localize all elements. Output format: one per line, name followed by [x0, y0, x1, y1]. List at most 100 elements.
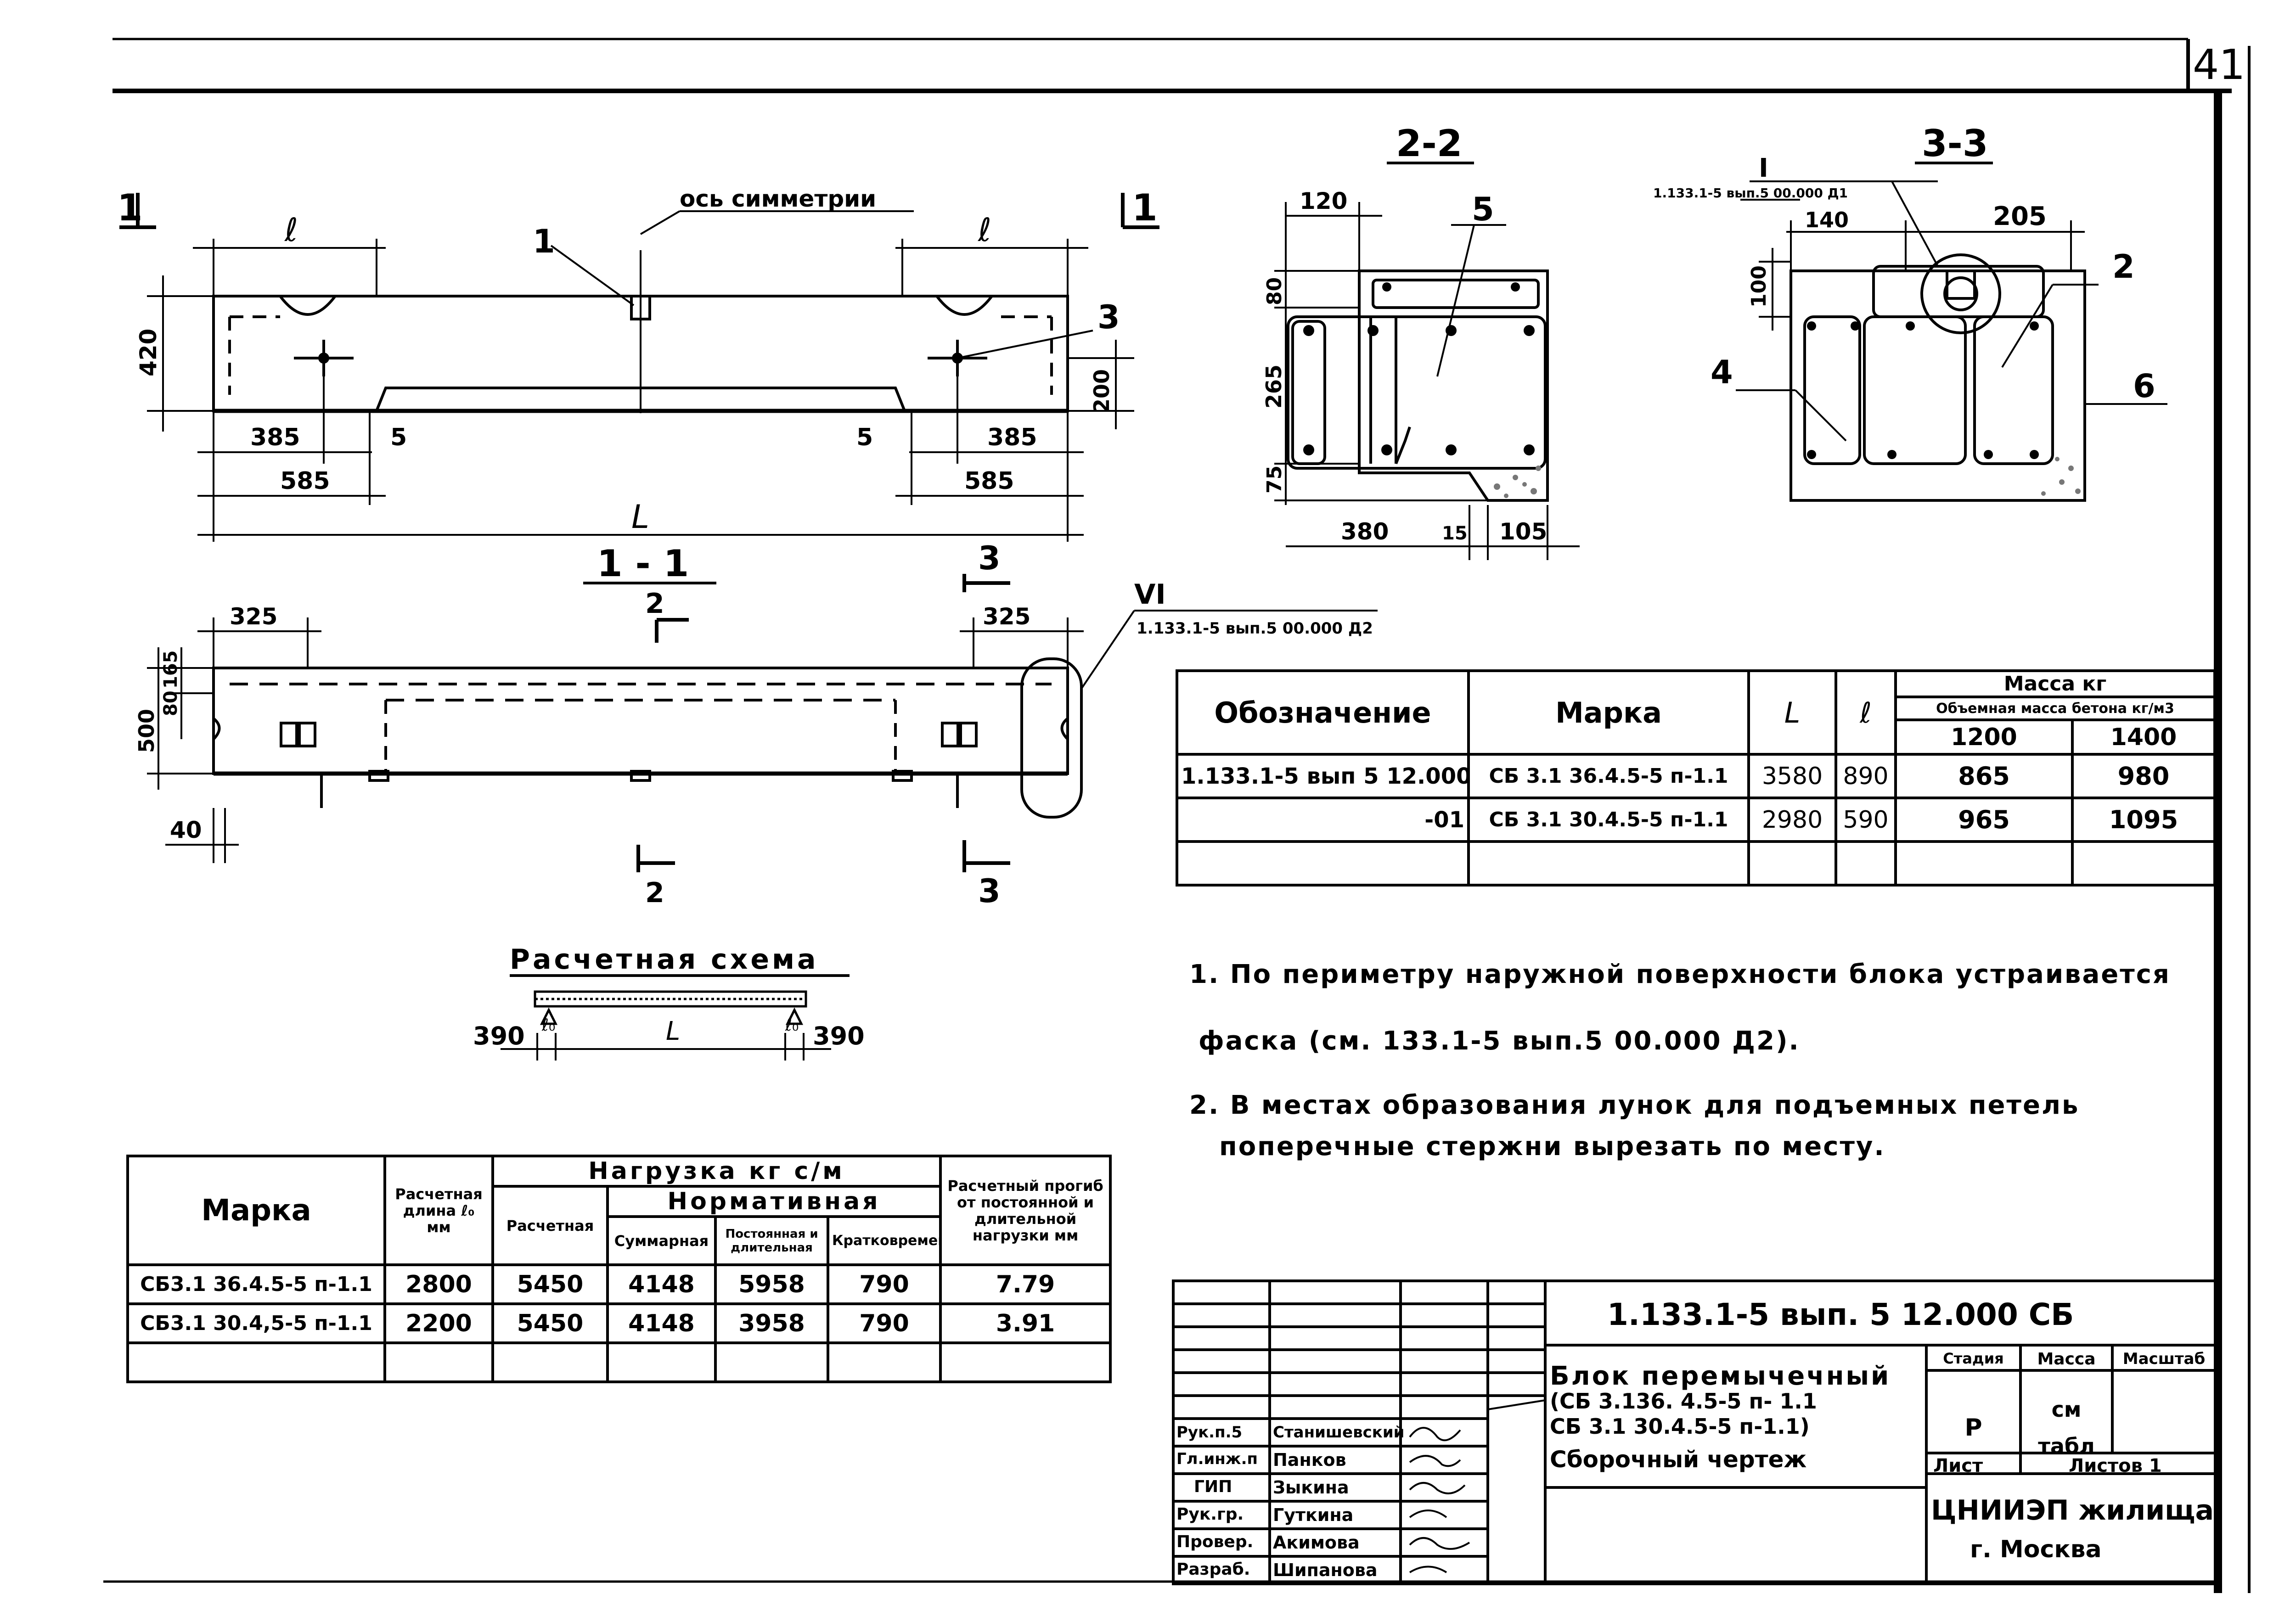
detail-VI-roman: VI — [1134, 578, 1166, 611]
title-name-1: Блок перемычечный — [1550, 1361, 1891, 1391]
row2-mass-1200: 965 — [1894, 797, 2074, 843]
dim-140: 140 — [1805, 208, 1849, 232]
load-row2-short: 790 — [826, 1302, 942, 1344]
cut-2-bottom: 2 — [645, 877, 664, 909]
callout-4: 4 — [1711, 354, 1733, 391]
stage-label: Стадия — [1943, 1350, 2004, 1367]
load-table: Марка Расчетная длина ℓ₀ мм Нагрузка кг … — [126, 1155, 1112, 1383]
load-row2-length: 2200 — [383, 1302, 494, 1344]
hdr-density-1200: 1200 — [1894, 718, 2074, 756]
org-city: г. Москва — [1970, 1536, 2102, 1563]
staff-role-6: Разраб. — [1176, 1560, 1250, 1579]
hdr-const: Постоянная и длительная — [714, 1215, 829, 1266]
load-row2-sum: 4148 — [606, 1302, 717, 1344]
org-name: ЦНИИЭП жилища — [1931, 1494, 2214, 1526]
dim-l-left: ℓ — [284, 211, 298, 249]
row3-cell — [2071, 840, 2217, 887]
callout-1: 1 — [533, 223, 555, 260]
row3-cell — [1467, 840, 1750, 887]
staff-name-4: Гуткина — [1273, 1505, 1354, 1525]
dim-325-left: 325 — [230, 603, 277, 630]
section-mark-left: 1 — [117, 186, 143, 229]
load-row3-cell — [126, 1341, 386, 1383]
load-row3-cell — [491, 1341, 609, 1383]
dim-5-left: 5 — [390, 424, 407, 451]
dim-40: 40 — [170, 817, 202, 843]
row1-mark: СБ 3.1 36.4.5-5 п-1.1 — [1467, 753, 1750, 799]
detail-I-ref: 1.133.1-5 вып.5 00.000 Д1 — [1653, 185, 1848, 201]
dim-15: 15 — [1442, 523, 1468, 544]
hdr-mass: Масса кг — [1894, 669, 2217, 698]
load-row3-cell — [826, 1341, 942, 1383]
dim-325-right: 325 — [983, 603, 1030, 630]
row3-cell — [1176, 840, 1470, 887]
dim-205: 205 — [1993, 202, 2047, 231]
hdr-mark: Марка — [1467, 669, 1750, 756]
dim-380: 380 — [1341, 518, 1389, 545]
hdr-L: L — [1747, 669, 1837, 756]
row1-mass-1200: 865 — [1894, 753, 2074, 799]
dim-120: 120 — [1300, 188, 1347, 214]
callout-5: 5 — [1472, 191, 1494, 228]
staff-name-1: Станишевский — [1273, 1423, 1405, 1442]
dim-l-right: ℓ — [978, 211, 991, 249]
dim-385-right: 385 — [987, 424, 1037, 451]
callout-3: 3 — [1097, 298, 1120, 336]
title-name-2: (СБ 3.136. 4.5-5 п- 1.1 — [1550, 1389, 1817, 1414]
staff-role-1: Рук.п.5 — [1176, 1423, 1243, 1442]
load-row3-cell — [383, 1341, 494, 1383]
hdr-load: Нагрузка кг с/м — [491, 1155, 942, 1188]
detail-VI-ref: 1.133.1-5 вып.5 00.000 Д2 — [1137, 619, 1373, 638]
dim-585-left: 585 — [280, 467, 330, 495]
hdr-designation: Обозначение — [1176, 669, 1470, 756]
load-row2-calc: 5450 — [491, 1302, 609, 1344]
dim-100: 100 — [1747, 265, 1771, 308]
staff-role-5: Провер. — [1176, 1532, 1254, 1551]
row2-L: 2980 — [1747, 797, 1837, 843]
cut-3-top: 3 — [978, 539, 1001, 577]
section-2-2-title: 2-2 — [1396, 122, 1463, 165]
dim-105: 105 — [1499, 518, 1547, 545]
section-1-1: 1 - 1 325 325 500 80 165 40 2 2 3 3 VI 1… — [134, 539, 1378, 910]
hdr-load-length: Расчетная длина ℓ₀ мм — [383, 1155, 494, 1266]
title-name-3: СБ 3.1 30.4.5-5 п-1.1) — [1550, 1414, 1810, 1439]
calc-scheme-title: Расчетная схема — [510, 943, 819, 976]
front-view: 1 1 ось симметрии ℓ ℓ 420 200 385 585 5 … — [117, 185, 1159, 542]
load-row1-mark: СБ3.1 36.4.5-5 п-1.1 — [126, 1263, 386, 1305]
dim-80: 80 — [160, 690, 181, 716]
load-row3-cell — [606, 1341, 717, 1383]
row1-l: 890 — [1835, 753, 1897, 799]
scale-label: Масштаб — [2122, 1350, 2206, 1368]
load-row1-calc: 5450 — [491, 1263, 609, 1305]
section-3-3-title: 3-3 — [1922, 122, 1988, 165]
row1-L: 3580 — [1747, 753, 1837, 799]
section-2-2: 2-2 120 80 265 75 380 15 105 5 — [1261, 122, 1580, 560]
row3-cell — [1835, 840, 1897, 887]
dim-385-left: 385 — [250, 424, 300, 451]
section-mark-right: 1 — [1132, 186, 1158, 229]
table-row: СБ3.1 30.4,5-5 п-1.1 2200 5450 4148 3958… — [126, 1302, 1112, 1344]
mass-label: Масса — [2037, 1350, 2096, 1369]
title-name-4: Сборочный чертеж — [1550, 1446, 1807, 1473]
note-1-line1: 1. По периметру наружной поверхности бло… — [1189, 960, 2171, 989]
dim-80-2: 80 — [1263, 277, 1286, 305]
row1-designation: 1.133.1-5 вып 5 12.000 — [1176, 753, 1470, 799]
table-row: 1.133.1-5 вып 5 12.000 СБ 3.1 36.4.5-5 п… — [1176, 753, 2217, 799]
calc-left-390: 390 — [473, 1021, 525, 1050]
sheet-label: Лист — [1933, 1455, 1983, 1476]
calc-span: L — [666, 1016, 680, 1046]
stage-value: Р — [1964, 1414, 1982, 1442]
hdr-sum: Суммарная — [606, 1215, 717, 1266]
table-row: -01 СБ 3.1 30.4.5-5 п-1.1 2980 590 965 1… — [1176, 797, 2217, 843]
row2-mark: СБ 3.1 30.4.5-5 п-1.1 — [1467, 797, 1750, 843]
load-row1-short: 790 — [826, 1263, 942, 1305]
section-1-1-title: 1 - 1 — [597, 542, 689, 585]
symmetry-label: ось симметрии — [680, 185, 876, 212]
load-row3-cell — [714, 1341, 829, 1383]
load-row3-cell — [939, 1341, 1112, 1383]
row2-mass-1400: 1095 — [2071, 797, 2217, 843]
mass-table: Обозначение Марка L ℓ Масса кг Объемная … — [1176, 669, 2217, 887]
dim-75: 75 — [1263, 466, 1286, 494]
mass-value: см табл — [2038, 1397, 2095, 1459]
